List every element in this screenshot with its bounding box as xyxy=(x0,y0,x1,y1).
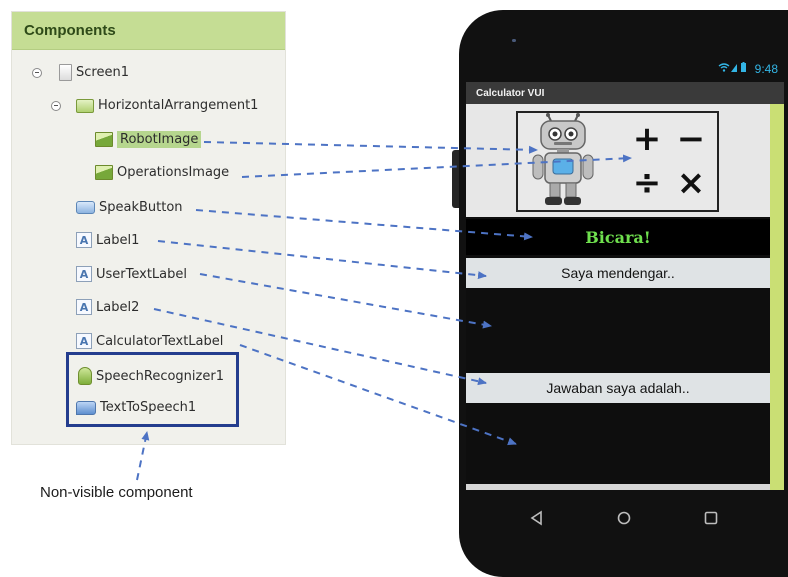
tree-item-calculatortextlabel[interactable]: A CalculatorTextLabel xyxy=(76,333,223,349)
image-icon xyxy=(95,165,113,180)
wifi-signal-battery-icon xyxy=(718,62,750,76)
multiply-symbol: × xyxy=(676,163,706,203)
tree-item-label: OperationsImage xyxy=(117,165,230,180)
label-icon: A xyxy=(76,266,92,282)
text-to-speech-icon xyxy=(76,400,96,415)
tree-item-screen1[interactable]: Screen1 xyxy=(59,64,129,81)
divide-symbol: ÷ xyxy=(632,163,662,203)
minus-symbol: − xyxy=(676,119,706,159)
tree-item-label: Label1 xyxy=(96,232,140,248)
tree-item-label: CalculatorTextLabel xyxy=(96,333,224,349)
phone-side-button xyxy=(452,150,461,208)
status-time: 9:48 xyxy=(754,62,778,76)
status-bar: 9:48 xyxy=(466,58,784,80)
robot-image[interactable] xyxy=(528,113,598,209)
label-icon: A xyxy=(76,232,92,248)
horizontal-arrangement-icon xyxy=(76,98,94,113)
phone-camera xyxy=(512,39,516,42)
operations-image[interactable]: + − ÷ × xyxy=(625,117,713,205)
tree-item-texttospeech1[interactable]: TextToSpeech1 xyxy=(76,400,196,415)
recents-icon[interactable] xyxy=(699,506,723,530)
scroll-strip xyxy=(770,104,784,490)
label-icon: A xyxy=(76,333,92,349)
tree-item-usertextlabel[interactable]: A UserTextLabel xyxy=(76,266,187,282)
tree-item-label1[interactable]: A Label1 xyxy=(76,232,139,248)
tree-item-horizontalarrangement1[interactable]: HorizontalArrangement1 xyxy=(76,98,258,113)
speech-recognizer-icon xyxy=(78,367,92,385)
components-panel-header: Components xyxy=(12,12,285,50)
tree-item-label: RobotImage xyxy=(117,131,202,148)
label2: Jawaban saya adalah.. xyxy=(466,373,770,403)
screen-bottom-edge xyxy=(466,484,770,490)
tree-item-operationsimage[interactable]: OperationsImage xyxy=(95,165,229,180)
collapse-toggle-screen1[interactable] xyxy=(32,68,42,78)
tree-item-label: SpeakButton xyxy=(99,200,183,215)
label-icon: A xyxy=(76,299,92,315)
non-visible-caption: Non-visible component xyxy=(40,484,193,501)
tree-item-robotimage[interactable]: RobotImage xyxy=(95,131,202,148)
collapse-toggle-horizontalarrangement1[interactable] xyxy=(51,101,61,111)
speak-button[interactable]: Bicara! xyxy=(466,219,770,255)
app-title-bar: Calculator VUI xyxy=(466,82,784,104)
label1: Saya mendengar.. xyxy=(466,258,770,288)
tree-item-label: HorizontalArrangement1 xyxy=(98,98,259,113)
tree-item-label: TextToSpeech1 xyxy=(100,400,197,415)
tree-item-label: UserTextLabel xyxy=(96,266,187,282)
tree-item-speakbutton[interactable]: SpeakButton xyxy=(76,200,183,215)
android-nav-bar xyxy=(460,498,788,538)
image-icon xyxy=(95,132,113,147)
back-icon[interactable] xyxy=(525,506,549,530)
non-visible-components-box xyxy=(66,352,239,427)
button-icon xyxy=(76,201,95,214)
screen-icon xyxy=(59,64,72,81)
tree-item-label2[interactable]: A Label2 xyxy=(76,299,139,315)
tree-item-label: Label2 xyxy=(96,299,140,315)
home-icon[interactable] xyxy=(612,506,636,530)
plus-symbol: + xyxy=(632,119,662,159)
tree-item-label: Screen1 xyxy=(76,65,129,80)
